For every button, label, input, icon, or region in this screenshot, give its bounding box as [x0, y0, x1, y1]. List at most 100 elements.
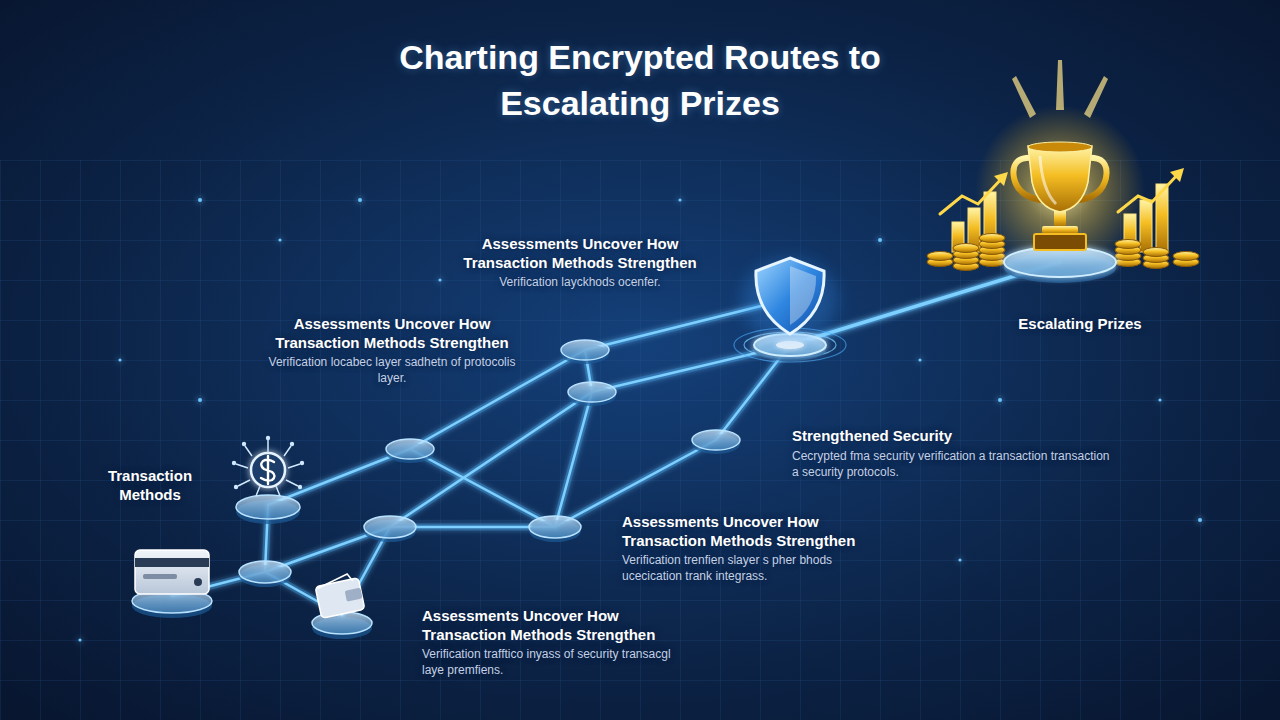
- trace-dot: [298, 485, 302, 489]
- shield: [756, 258, 824, 334]
- wire-glow-path: [172, 262, 1060, 615]
- coin-stack-right: [1115, 240, 1199, 269]
- sparkle: [198, 398, 202, 402]
- trace-dot: [232, 461, 236, 465]
- dollar-symbol: [261, 456, 275, 484]
- sparkle: [958, 558, 961, 561]
- wallet-clasp: [345, 588, 363, 602]
- coin-stack-left: [927, 234, 1005, 271]
- wire: [585, 305, 765, 350]
- label-body: Cecrypted fma security verification a tr…: [792, 448, 1112, 480]
- label-slot: Verification layckhods ocenfer.: [440, 274, 720, 290]
- disc: [239, 561, 291, 587]
- trophy-plinth: [1034, 234, 1086, 250]
- label-heading: Transaction Methods: [95, 466, 205, 504]
- sparkle: [918, 358, 921, 361]
- disc: [529, 516, 581, 542]
- label-body: Verification trenfien slayer s pher bhod…: [622, 552, 882, 584]
- coin: [953, 244, 979, 253]
- trophy-platform: [1004, 247, 1116, 277]
- trend-arrow: [940, 176, 1004, 214]
- trend-arrow: [1118, 172, 1180, 212]
- wallet: [314, 572, 365, 618]
- trophy-shine: [1040, 156, 1056, 204]
- label-slot: Strengthened Security: [792, 426, 1052, 445]
- ray: [1084, 76, 1108, 118]
- card-body: [135, 550, 209, 594]
- disc: [568, 382, 616, 406]
- label-slot: Assessments Uncover How Transaction Meth…: [422, 606, 702, 644]
- trace-dot: [300, 461, 304, 465]
- coin: [979, 234, 1005, 243]
- arrow-head: [1170, 168, 1184, 182]
- ray: [1056, 60, 1064, 110]
- sparkle: [1158, 398, 1161, 401]
- trophy-base: [1042, 226, 1078, 234]
- label-slot: Verification trenfien slayer s pher bhod…: [622, 552, 882, 584]
- label-slot: Assessments Uncover How Transaction Meth…: [622, 512, 902, 550]
- coin-chip-icon: [232, 436, 304, 524]
- label-body: Verification trafftico inyass of securit…: [422, 646, 682, 678]
- label-heading: Assessments Uncover How Transaction Meth…: [252, 314, 532, 352]
- trace-dot: [266, 436, 270, 440]
- label-heading: Assessments Uncover How Transaction Meth…: [422, 606, 702, 644]
- trophy-rim: [1028, 142, 1092, 152]
- security-shield: [734, 258, 846, 362]
- sparkle: [1198, 518, 1202, 522]
- label-heading: Escalating Prizes: [995, 314, 1165, 333]
- chip-dots: [232, 436, 304, 489]
- label-slot: Assessments Uncover How Transaction Meth…: [252, 314, 532, 352]
- trace-dot: [242, 442, 246, 446]
- disc: [364, 516, 416, 542]
- coin: [1143, 248, 1169, 257]
- disc-top: [692, 430, 740, 450]
- ray: [1012, 76, 1036, 118]
- shield-highlight: [790, 266, 816, 325]
- sparkle: [438, 278, 441, 281]
- coin: [251, 453, 285, 487]
- label-heading: Strengthened Security: [792, 426, 1052, 445]
- coin: [1115, 240, 1141, 249]
- wallet-icon: [312, 572, 372, 639]
- label-slot: Verification trafftico inyass of securit…: [422, 646, 682, 678]
- label-slot: Verification locabec layer sadhetn of pr…: [267, 354, 517, 386]
- card-line: [143, 574, 177, 579]
- trophy-stem: [1054, 211, 1066, 227]
- light-rays: [1012, 60, 1108, 118]
- chip-trace: [236, 440, 300, 496]
- sparkle: [678, 198, 681, 201]
- label-slot: Cecrypted fma security verification a tr…: [792, 448, 1112, 480]
- disc-top: [529, 516, 581, 538]
- card-icon: [132, 550, 212, 618]
- disc: [386, 439, 434, 463]
- wire-glow: [172, 262, 1060, 615]
- label-body: Verification locabec layer sadhetn of pr…: [267, 354, 517, 386]
- grid-sparkles: [78, 198, 1202, 642]
- bar: [1140, 200, 1152, 252]
- coin: [1173, 252, 1199, 261]
- trace-dot: [290, 442, 294, 446]
- label-slot: Transaction Methods: [95, 466, 205, 504]
- sparkle: [198, 198, 202, 202]
- trophy-glow: [975, 105, 1145, 275]
- sparkle: [78, 638, 81, 641]
- disc-top: [236, 495, 300, 519]
- sparkle: [878, 238, 882, 242]
- disc: [692, 430, 740, 454]
- sparkle: [278, 238, 281, 241]
- label-heading: Assessments Uncover How Transaction Meth…: [622, 512, 902, 550]
- title-slot: Charting Encrypted Routes to Escalating …: [0, 34, 1280, 126]
- label-heading: Assessments Uncover How Transaction Meth…: [440, 234, 720, 272]
- trophy-cup: [1028, 146, 1092, 212]
- network-discs: [239, 340, 740, 587]
- disc-top: [364, 516, 416, 538]
- trophy-prizes: [927, 60, 1199, 283]
- sparkle: [358, 198, 362, 202]
- label-slot: Escalating Prizes: [995, 314, 1165, 333]
- label-body: Verification layckhods ocenfer.: [440, 274, 720, 290]
- disc-top: [239, 561, 291, 583]
- wire: [410, 449, 555, 527]
- disc: [561, 340, 609, 364]
